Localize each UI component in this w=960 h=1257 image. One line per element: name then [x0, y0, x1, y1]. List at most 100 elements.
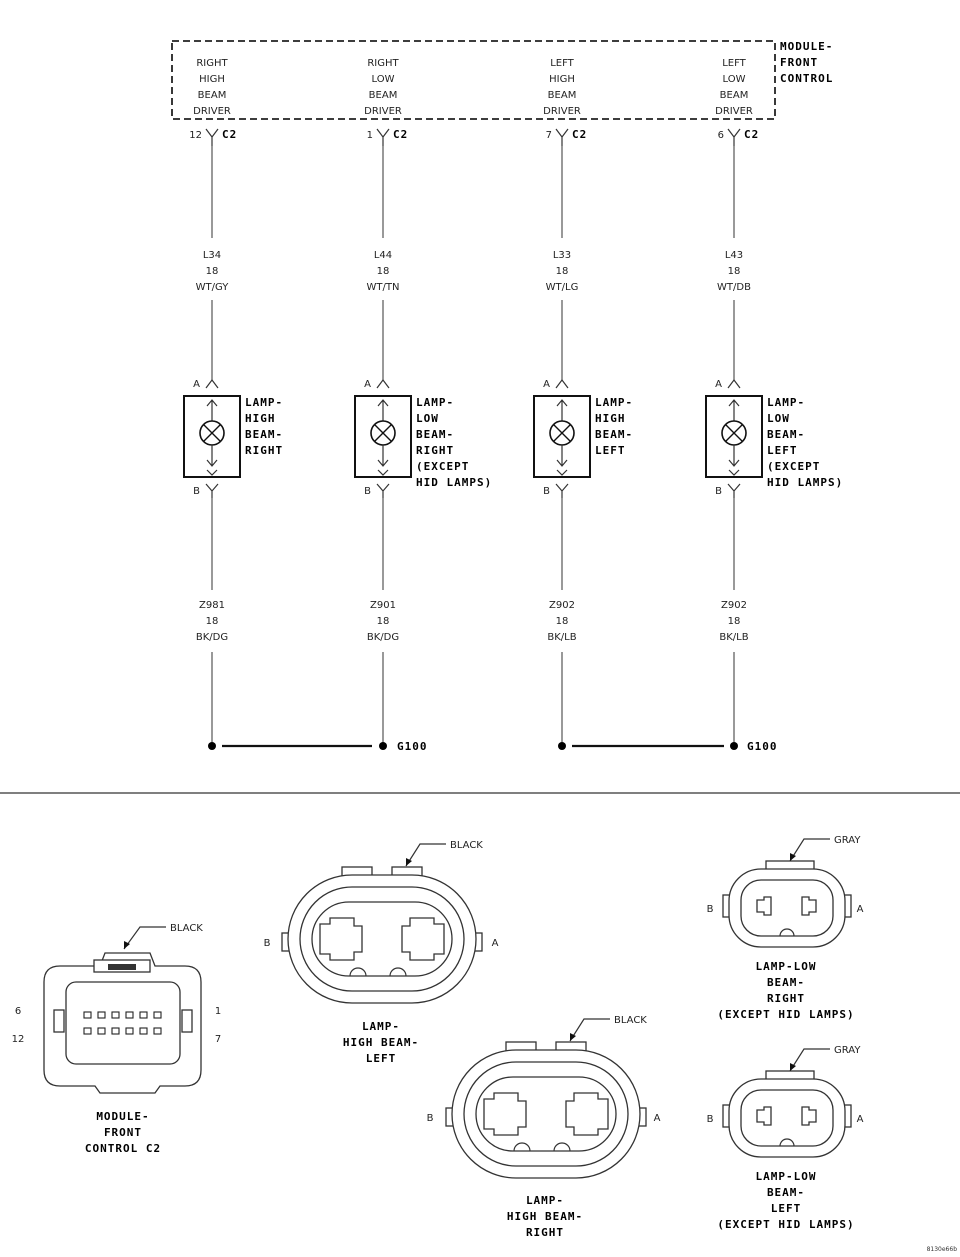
lamp-3-name-1: LAMP-	[595, 396, 633, 409]
circuit-3-lower-color: BK/LB	[547, 632, 576, 643]
lamp-2-inner-arrow-top-icon	[377, 399, 389, 421]
driver-1-line-2: HIGH	[199, 74, 225, 85]
hbl-color-leader	[405, 843, 446, 867]
hbr-pin-b: B	[427, 1113, 434, 1124]
circuit-2-upper-color: WT/TN	[367, 282, 400, 293]
lamp-2-pin-b-terminal-icon	[376, 483, 390, 498]
hbr-terminal-b-icon	[483, 1092, 527, 1136]
driver-3-line-4: DRIVER	[543, 106, 581, 117]
lamp-3-bulb-cross-icon	[553, 424, 571, 442]
hbr-label-2: HIGH BEAM-	[507, 1210, 583, 1223]
lamp-4-name-6: HID LAMPS)	[767, 476, 843, 489]
circuit-4-lower-id: Z902	[721, 600, 747, 611]
hbr-color: BLACK	[614, 1015, 647, 1026]
lamp-1-name-2: HIGH	[245, 412, 276, 425]
driver-2-line-1: RIGHT	[367, 58, 399, 69]
circuit-2-upper-gauge: 18	[377, 266, 390, 277]
lamp-1-name-3: BEAM-	[245, 428, 283, 441]
lamp-1-bulb-cross-icon	[203, 424, 221, 442]
lamp-4-pin-a: A	[715, 379, 722, 390]
driver-3-line-2: HIGH	[549, 74, 575, 85]
lbr-label-2: BEAM-	[767, 976, 805, 989]
lbr-terminal-a-icon	[801, 896, 817, 916]
lamp-1-inner-arrow-top-icon	[206, 399, 218, 421]
high-beam-left-connector-view: BLACK B A LAMP- HIGH BEAM- LEFT	[264, 840, 499, 1065]
module-boundary	[171, 40, 776, 120]
lamp-2-bulb-cross-icon	[374, 424, 392, 442]
lamp-1-pin-a-terminal-icon	[205, 379, 219, 389]
module-c2-right-ear	[181, 1009, 193, 1033]
module-c2-arrow-icon	[124, 941, 130, 949]
hbl-terminal-a-icon	[401, 917, 445, 961]
lamp-4-name-3: BEAM-	[767, 428, 805, 441]
lamp-3-name-3: BEAM-	[595, 428, 633, 441]
ground-label-1: G100	[397, 740, 428, 753]
lbl-label-3: LEFT	[771, 1202, 802, 1215]
lbr-pin-b: B	[707, 904, 714, 915]
lamp-1-name-1: LAMP-	[245, 396, 283, 409]
module-c2-pin-bottom-right: 7	[215, 1034, 221, 1045]
lamp-3-name-4: LEFT	[595, 444, 626, 457]
hbl-keyways	[349, 967, 407, 977]
circuit-4-upper-color: WT/DB	[717, 282, 751, 293]
lamp-1-inner-arrow-bottom-icon	[206, 445, 218, 476]
lamp-2-name-2: LOW	[416, 412, 439, 425]
circuit-3-lower-id: Z902	[549, 600, 575, 611]
lamp-3-pin-a-terminal-icon	[555, 379, 569, 389]
circuit-column-4	[705, 128, 763, 750]
lamp-2-name-6: HID LAMPS)	[416, 476, 492, 489]
driver-4-line-2: LOW	[723, 74, 746, 85]
driver-2-line-2: LOW	[372, 74, 395, 85]
circuit-1-lower-gauge: 18	[206, 616, 219, 627]
lamp-3-pin-a: A	[543, 379, 550, 390]
hbl-label-1: LAMP-	[362, 1020, 400, 1033]
lbr-label-1: LAMP-LOW	[756, 960, 817, 973]
circuit-1-upper-id: L34	[203, 250, 221, 261]
driver-3-connector: C2	[572, 128, 587, 141]
lamp-1-pin-b: B	[193, 486, 200, 497]
lamp-2-name-5: (EXCEPT	[416, 460, 469, 473]
lbr-arrow-icon	[790, 853, 796, 861]
ground-splice-2-icon	[379, 742, 387, 750]
ground-splice-3-icon	[558, 742, 566, 750]
low-beam-right-connector-view: GRAY B A LAMP-LOW BEAM- RIGHT (EXCEPT HI…	[707, 835, 864, 1021]
driver-1-line-4: DRIVER	[193, 106, 231, 117]
circuit-1-upper-gauge: 18	[206, 266, 219, 277]
driver-2-pin: 1	[367, 130, 373, 141]
lbl-label-2: BEAM-	[767, 1186, 805, 1199]
module-c2-connector-view: BLACK 6 12 1 7 MODULE- FRONT CONTROL C2	[12, 923, 222, 1155]
lbl-label-4: (EXCEPT HID LAMPS)	[717, 1218, 854, 1231]
module-terminal-1-icon	[205, 128, 219, 146]
module-c2-color-leader	[123, 926, 166, 950]
module-c2-latch-tab	[108, 964, 136, 970]
hbl-pin-a: A	[492, 938, 499, 949]
hbr-pin-a: A	[654, 1113, 661, 1124]
lamp-4-pin-b: B	[715, 486, 722, 497]
module-c2-pin-top-right: 1	[215, 1006, 221, 1017]
lbl-label-1: LAMP-LOW	[756, 1170, 817, 1183]
driver-3-line-1: LEFT	[550, 58, 574, 69]
lamp-4-pin-b-terminal-icon	[727, 483, 741, 498]
circuit-2-upper-id: L44	[374, 250, 392, 261]
lamp-2-inner-arrow-bottom-icon	[377, 445, 389, 476]
lamp-3-name-2: HIGH	[595, 412, 626, 425]
lamp-2-pin-b: B	[364, 486, 371, 497]
circuit-2-lower-id: Z901	[370, 600, 396, 611]
driver-4-line-3: BEAM	[720, 90, 749, 101]
hbl-terminal-b-icon	[319, 917, 363, 961]
circuit-2-lower-color: BK/DG	[367, 632, 399, 643]
low-beam-left-connector-view: GRAY B A LAMP-LOW BEAM- LEFT (EXCEPT HID…	[707, 1045, 864, 1231]
high-beam-right-connector-view: BLACK B A LAMP- HIGH BEAM- RIGHT	[427, 1015, 661, 1239]
lbr-label-3: RIGHT	[767, 992, 805, 1005]
driver-4-pin: 6	[718, 130, 724, 141]
circuit-1-lower-id: Z981	[199, 600, 225, 611]
module-c2-label-3: CONTROL C2	[85, 1142, 161, 1155]
circuit-2-lower-gauge: 18	[377, 616, 390, 627]
circuit-3-upper-id: L33	[553, 250, 571, 261]
lamp-1-pin-a: A	[193, 379, 200, 390]
lamp-3-pin-b-terminal-icon	[555, 483, 569, 498]
lamp-4-inner-arrow-bottom-icon	[728, 445, 740, 476]
circuit-4-lower-gauge: 18	[728, 616, 741, 627]
